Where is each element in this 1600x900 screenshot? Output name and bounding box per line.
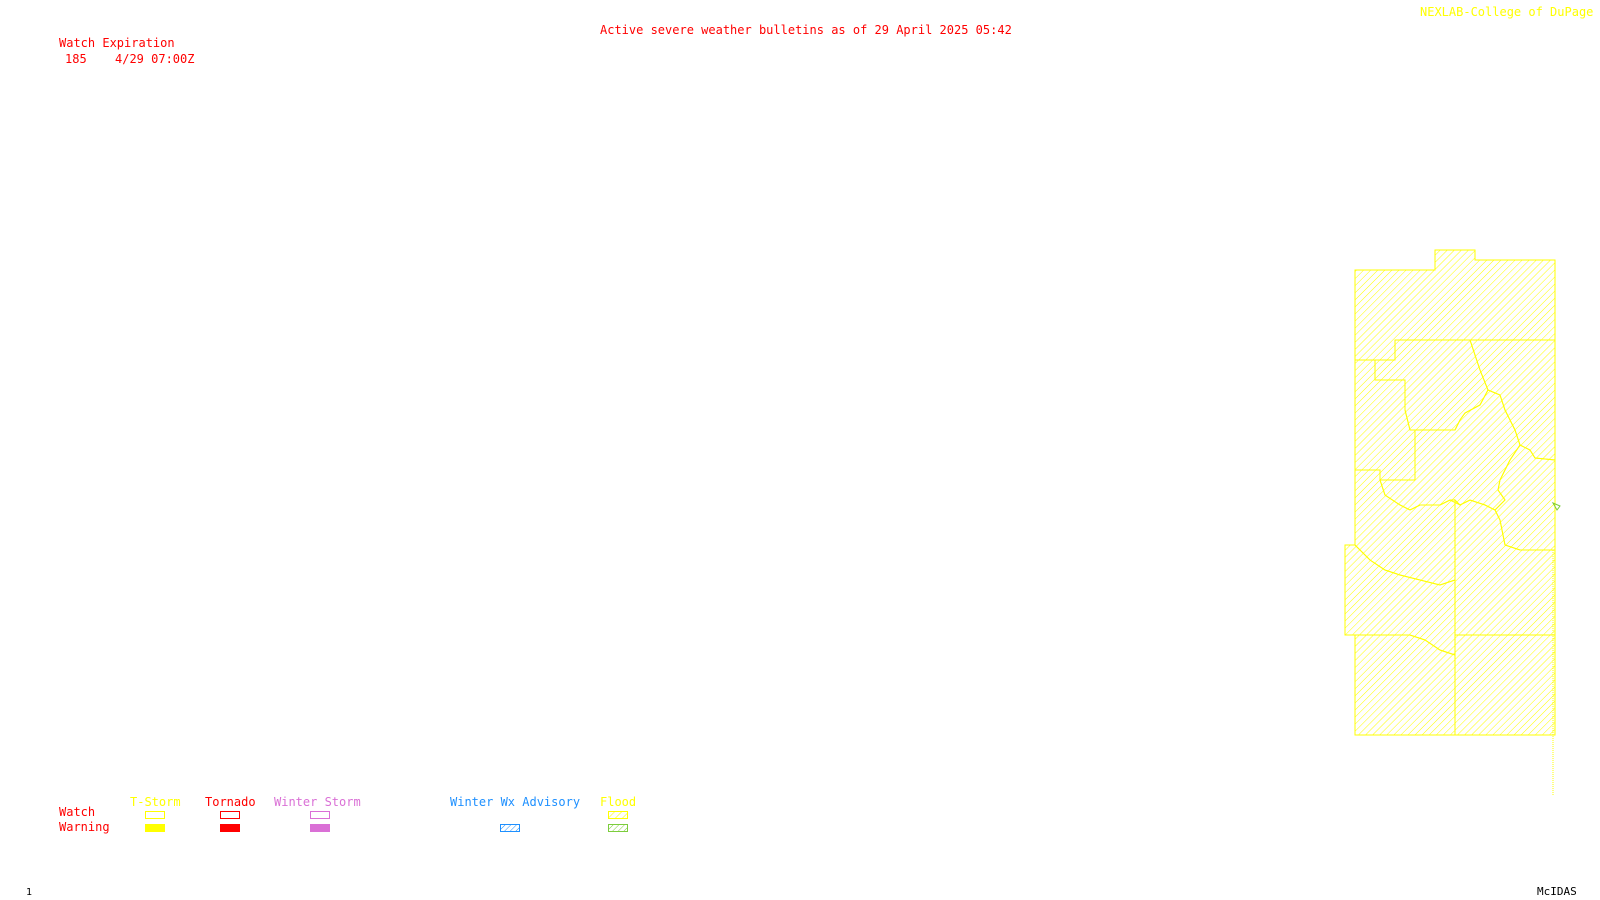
watch-table-heading: Watch Expiration <box>59 36 175 50</box>
legend-row-warning-label: Warning <box>59 820 110 834</box>
legend-row-watch-label: Watch <box>59 805 96 819</box>
legend-winter-wx-advisory-swatch <box>500 824 520 832</box>
legend-tstorm-watch-swatch <box>145 811 165 819</box>
legend-winter-wx-advisory-label: Winter Wx Advisory <box>450 795 581 809</box>
legend-tornado-watch-swatch <box>220 811 240 819</box>
legend-winter-storm-warning-swatch <box>310 824 330 832</box>
county-polygon <box>1354 634 1456 736</box>
page-title: Active severe weather bulletins as of 29… <box>600 23 1012 37</box>
county-polygon <box>1454 634 1556 736</box>
legend-winter-storm-label: Winter Storm <box>274 795 361 809</box>
legend-flood-warning-swatch <box>608 824 628 832</box>
legend-tornado-label: Tornado <box>205 795 256 809</box>
legend-tornado-warning-swatch <box>220 824 240 832</box>
watch-185-area <box>1344 249 1556 736</box>
credit-label: NEXLAB-College of DuPage © <box>1420 5 1600 19</box>
watch-row-expiration: 4/29 07:00Z <box>115 52 195 66</box>
watch-row-number: 185 <box>65 52 87 66</box>
legend-flood-label: Flood <box>600 795 637 809</box>
legend-tstorm-warning-swatch <box>145 824 165 832</box>
software-label: McIDAS <box>1537 885 1577 898</box>
frame-number: 1 <box>26 887 33 898</box>
legend-flood-watch-swatch <box>608 811 628 819</box>
legend-tstorm-label: T-Storm <box>130 795 181 809</box>
flood-marker <box>1551 501 1561 511</box>
legend-winter-storm-watch-swatch <box>310 811 330 819</box>
